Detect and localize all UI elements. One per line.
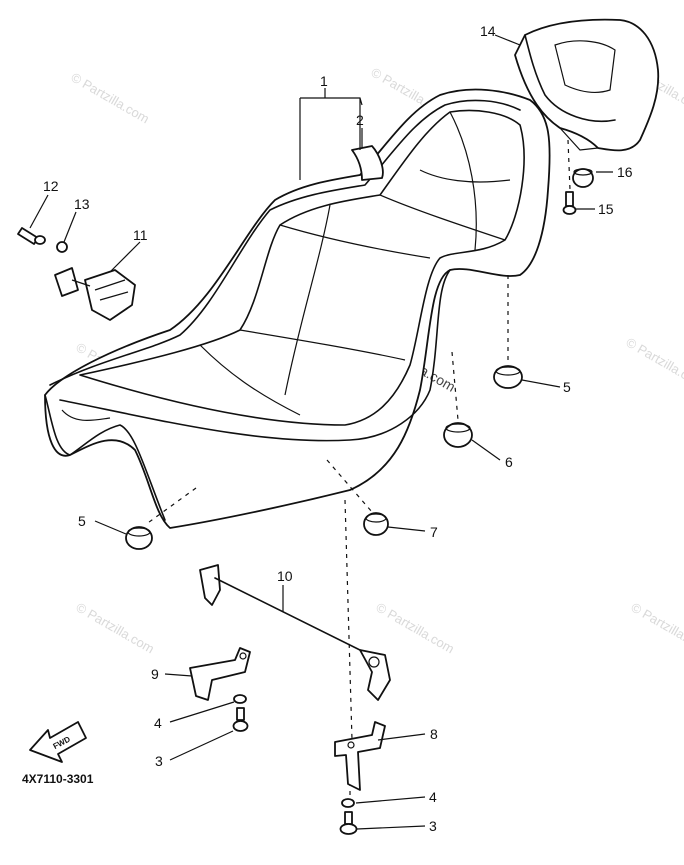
bolt-3-lower <box>341 812 357 834</box>
watermark-8: © Partzilla.com <box>629 600 684 657</box>
washer-4-upper <box>234 695 246 703</box>
washer-4-lower <box>342 799 354 807</box>
figure-code: 4X7110-3301 <box>22 772 94 786</box>
watermark-6: © Partzilla.com <box>74 600 157 657</box>
callout-6: 6 <box>505 454 513 470</box>
callout-7: 7 <box>430 524 438 540</box>
callout-3-lower: 3 <box>429 818 437 834</box>
callout-13: 13 <box>74 196 90 212</box>
watermark-5: © Partzilla.com <box>624 335 684 392</box>
damper-5-left <box>126 527 152 549</box>
bolt-3-upper <box>234 708 248 731</box>
damper-5-right <box>494 366 522 388</box>
callout-10: 10 <box>277 568 293 584</box>
seat-lock-11 <box>55 268 135 320</box>
damper-7 <box>364 513 388 535</box>
seat-cable-10 <box>200 565 390 700</box>
bracket-9 <box>190 648 250 700</box>
callout-15: 15 <box>598 201 614 217</box>
callout-4-upper: 4 <box>154 715 162 731</box>
callout-9: 9 <box>151 666 159 682</box>
bolt-15 <box>564 192 576 214</box>
watermark-7: © Partzilla.com <box>374 600 457 657</box>
damper-16 <box>573 169 593 187</box>
callout-2: 2 <box>356 112 364 128</box>
callout-5-right: 5 <box>563 379 571 395</box>
bracket-8 <box>335 722 385 790</box>
callout-11: 11 <box>133 227 148 243</box>
callout-5-left: 5 <box>78 513 86 529</box>
callout-3-upper: 3 <box>155 753 163 769</box>
callout-12: 12 <box>43 178 59 194</box>
watermark-1: © Partzilla.com <box>69 70 152 127</box>
washer-13 <box>57 242 67 252</box>
damper-6 <box>444 423 472 447</box>
callout-1: 1 <box>320 73 328 89</box>
callout-4-lower: 4 <box>429 789 437 805</box>
bolt-12 <box>18 228 45 244</box>
forward-arrow: FWD <box>30 722 86 762</box>
callout-14: 14 <box>480 23 496 39</box>
callout-8: 8 <box>430 726 438 742</box>
callout-16: 16 <box>617 164 633 180</box>
